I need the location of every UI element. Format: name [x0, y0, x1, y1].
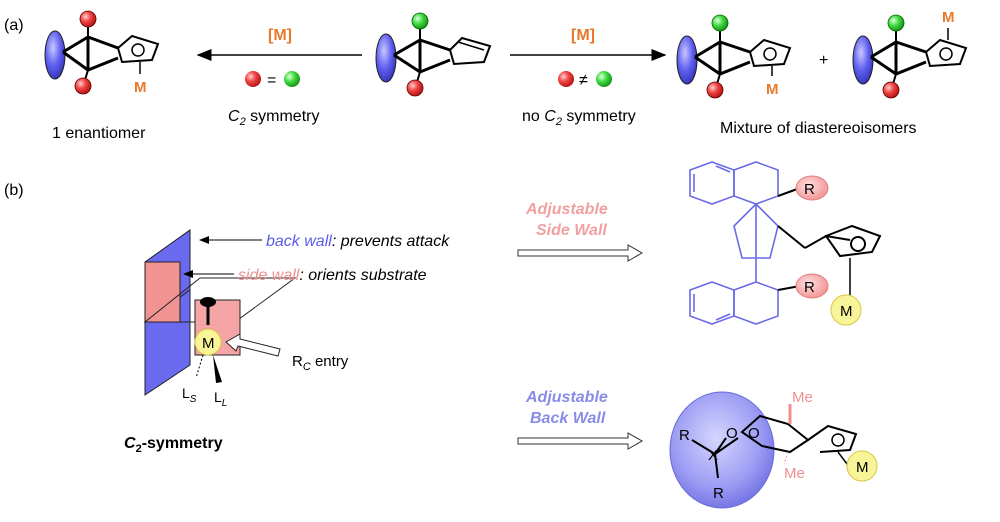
back-wall-title-2: Back Wall: [530, 410, 606, 427]
right-condition: no C2 symmetry: [522, 108, 636, 128]
red-ball-product2: [882, 81, 900, 99]
blue-wall-ellipse-product1: [676, 35, 698, 85]
rc-entry-label: RC entry: [292, 353, 349, 373]
back-wall-caption: back wall: prevents attack: [266, 233, 450, 250]
center-reactant-structure: [375, 12, 492, 97]
right-product-2-structure: M: [852, 9, 968, 99]
red-ball-product1: [706, 81, 724, 99]
blue-wall-ellipse-left: [44, 30, 66, 80]
green-ball-condition-right: [596, 71, 612, 87]
metal-label-product1: M: [766, 81, 779, 98]
side-wall-title-2: Side Wall: [536, 222, 607, 239]
metal-circle-model: [194, 328, 222, 356]
complex-ligand-black: [777, 187, 882, 296]
left-reagent: [M]: [268, 27, 292, 44]
r-pill-bottom: [795, 273, 829, 299]
me-label-top: Me: [792, 389, 813, 406]
back-wall-hollow-arrow: [517, 432, 644, 450]
back-wall-title-1: Adjustable: [525, 389, 608, 406]
r-label-acetal-2: R: [713, 485, 724, 502]
r-label-acetal-1: R: [679, 427, 690, 444]
blue-wall-ellipse-center: [375, 33, 397, 83]
part-a-label: (a): [4, 17, 24, 34]
metal-label-left: M: [134, 79, 147, 96]
c2-symmetry-label: C2-symmetry: [124, 435, 223, 455]
green-ball-product1: [711, 14, 729, 32]
metal-label-product2: M: [942, 9, 955, 26]
me-label-bottom: Me: [784, 465, 805, 482]
metal-label-complex-bottom: M: [856, 459, 869, 476]
lone-pair-lobe: [200, 297, 216, 307]
green-ball-top: [411, 12, 429, 30]
r-label-top: R: [804, 181, 815, 198]
not-equal-sign: ≠: [579, 72, 588, 89]
acetal-complex-structure: [691, 414, 858, 479]
red-ball-top: [79, 10, 97, 28]
metal-circle-complex-bottom: [846, 450, 878, 482]
red-ball-bottom: [74, 77, 92, 95]
green-ball-product2: [887, 14, 905, 32]
ls-label: LS: [182, 385, 197, 405]
rc-entry-arrow: [225, 333, 281, 357]
side-wall-title-1: Adjustable: [525, 201, 608, 218]
o-label-2: O: [748, 425, 760, 442]
right-result: Mixture of diastereoisomers: [720, 120, 917, 137]
right-reagent: [M]: [571, 27, 595, 44]
equal-sign: =: [267, 72, 276, 89]
metal-label-model: M: [202, 335, 215, 352]
side-wall-top: [144, 261, 181, 323]
red-ball-bottom-center: [406, 79, 424, 97]
side-wall-caption: side wall: orients substrate: [238, 267, 427, 284]
x-label-acetal: X: [708, 447, 718, 464]
red-ball-condition-left: [245, 71, 261, 87]
metal-circle-complex-top: [830, 294, 862, 326]
r-label-bottom: R: [804, 279, 815, 296]
left-condition: C2 symmetry: [228, 108, 319, 128]
part-b-label: (b): [4, 182, 24, 199]
red-ball-condition-right: [558, 71, 574, 87]
quadrant-model: M LS LL RC entry: [143, 229, 349, 409]
side-wall-hollow-arrow: [517, 244, 644, 262]
metal-label-complex-top: M: [840, 303, 853, 320]
me-bond-bottom: [783, 451, 789, 465]
left-result: 1 enantiomer: [52, 125, 146, 142]
right-product-1-structure: M: [676, 14, 792, 99]
green-ball-condition-left: [284, 71, 300, 87]
r-pill-top: [795, 175, 829, 201]
o-label-1: O: [726, 425, 738, 442]
left-product-structure: M: [44, 10, 160, 96]
binaphthyl-complex-structure: [689, 161, 779, 325]
ll-label: LL: [214, 389, 227, 409]
blue-wall-ellipse-product2: [852, 35, 874, 85]
plus-sign: +: [819, 52, 828, 69]
